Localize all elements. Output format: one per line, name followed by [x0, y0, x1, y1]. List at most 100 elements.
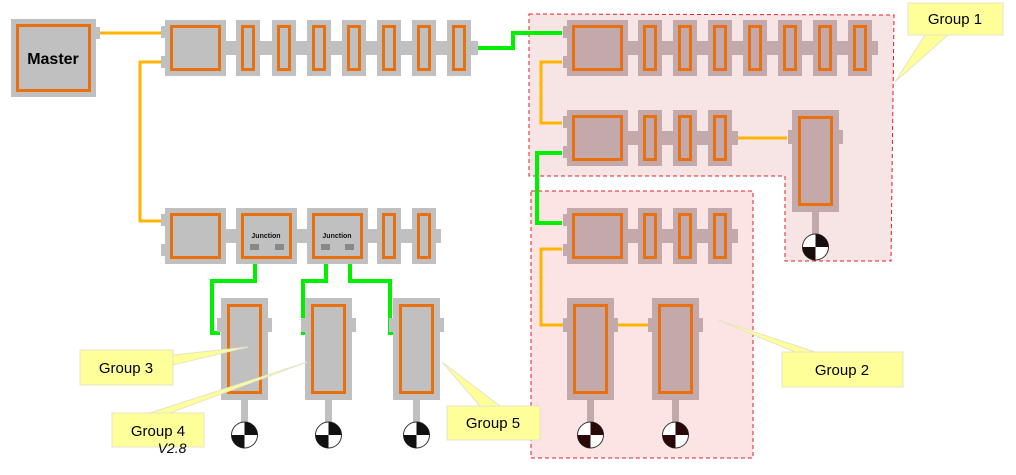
io-module-frame — [382, 25, 396, 71]
stem — [587, 400, 594, 422]
io-module — [673, 208, 697, 264]
connector-icon — [345, 244, 354, 250]
power-line — [539, 60, 562, 125]
io-module-frame — [713, 213, 727, 259]
encoder-icon-quadrant — [328, 422, 342, 435]
head-module-frame — [572, 213, 623, 259]
io-module — [447, 20, 471, 76]
callout-group-5: Group 5 — [466, 415, 520, 432]
io-module — [673, 20, 697, 76]
io-module — [377, 208, 401, 264]
encoder-icon-quadrant — [577, 435, 591, 448]
encoder-icon-quadrant — [416, 422, 430, 435]
encoder-icon-quadrant — [231, 435, 245, 448]
head-module-frame — [572, 25, 623, 71]
io-module-frame — [678, 25, 692, 71]
callout-group-4: Group 4 — [131, 423, 185, 440]
io-module-frame — [347, 25, 361, 71]
io-module — [412, 20, 436, 76]
io-module-frame — [678, 213, 692, 259]
drive-module-frame — [658, 304, 693, 394]
drive-module-frame — [399, 304, 434, 394]
junction-module — [236, 208, 297, 264]
io-module-frame — [643, 213, 657, 259]
io-module — [673, 110, 697, 166]
io-module-frame — [417, 213, 431, 259]
head-module-frame — [170, 25, 221, 71]
data-line — [478, 31, 562, 50]
power-line — [138, 60, 162, 223]
drive-module-frame — [311, 304, 346, 394]
callout-group-1-box-tail — [894, 34, 950, 83]
port — [161, 214, 167, 226]
stem — [672, 400, 679, 422]
stem — [812, 212, 819, 234]
io-module-frame — [678, 115, 692, 161]
port — [563, 56, 569, 68]
data-line — [210, 247, 257, 335]
io-module-frame — [713, 115, 727, 161]
io-module-frame — [748, 25, 762, 71]
drive-module-frame — [798, 116, 833, 206]
version-label: V2.8 — [158, 440, 187, 456]
port — [563, 26, 569, 38]
stem — [413, 400, 420, 422]
connector-icon — [321, 244, 330, 250]
io-module — [708, 20, 732, 76]
stem — [325, 400, 332, 422]
connector-icon — [275, 244, 284, 250]
io-module — [377, 20, 401, 76]
connector-icon — [250, 244, 259, 250]
encoder-icon-quadrant — [590, 422, 604, 435]
io-module-frame — [713, 25, 727, 71]
io-module-frame — [241, 25, 255, 71]
master-module-frame — [16, 24, 91, 92]
port — [161, 26, 167, 38]
io-module — [272, 20, 296, 76]
head-module-frame — [170, 213, 221, 259]
io-module — [778, 20, 802, 76]
head-module — [567, 20, 628, 76]
head-module — [567, 208, 628, 264]
io-module-frame — [643, 115, 657, 161]
encoder-icon-quadrant — [315, 435, 329, 448]
encoder-icon-quadrant — [815, 234, 829, 247]
io-module — [848, 20, 872, 76]
port — [161, 244, 167, 256]
io-module — [743, 20, 767, 76]
io-module — [307, 20, 331, 76]
io-module — [638, 208, 662, 264]
io-module-frame — [277, 25, 291, 71]
io-module-frame — [818, 25, 832, 71]
drive-module-frame — [573, 304, 608, 394]
head-module — [567, 110, 628, 166]
power-line — [539, 247, 565, 327]
encoder-icon-quadrant — [802, 247, 816, 260]
encoder-icon-quadrant — [675, 422, 689, 435]
callout-group-5-box — [446, 405, 541, 441]
port — [563, 146, 569, 158]
junction-label: Junction — [322, 233, 351, 240]
data-line — [301, 247, 328, 335]
master-label: Master — [27, 51, 79, 68]
callout-group-1-box — [907, 2, 1004, 36]
head-module — [165, 208, 226, 264]
master-module — [11, 19, 96, 97]
port — [563, 116, 569, 128]
head-module — [165, 20, 226, 76]
callout-group-3: Group 3 — [99, 360, 153, 377]
io-module-frame — [643, 25, 657, 71]
io-module-frame — [783, 25, 797, 71]
io-module-frame — [382, 213, 396, 259]
port — [563, 214, 569, 226]
junction-module-frame — [241, 213, 292, 259]
io-module-frame — [452, 25, 466, 71]
io-module — [412, 208, 436, 264]
callout-group-5-box-tail — [441, 361, 502, 407]
junction-label: Junction — [251, 233, 280, 240]
callout-group-3-box — [79, 349, 174, 386]
callout-group-4-box — [111, 412, 205, 448]
stem — [241, 400, 248, 422]
